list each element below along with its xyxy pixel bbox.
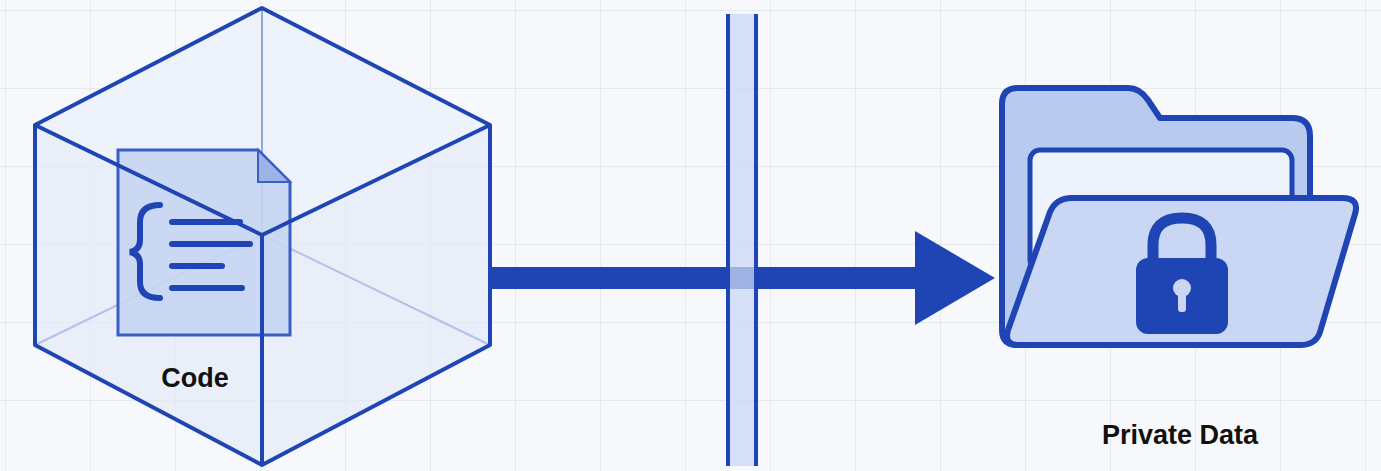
arrow-head bbox=[915, 231, 995, 325]
node-label: Code bbox=[161, 362, 229, 394]
node-label: Private Data bbox=[1102, 419, 1258, 451]
code-cube-icon bbox=[35, 8, 490, 465]
locked-folder-icon bbox=[995, 80, 1365, 460]
arrow-shaft bbox=[490, 267, 915, 289]
folder-box: Private Data bbox=[995, 80, 1365, 460]
cube-box: Code bbox=[35, 8, 490, 465]
